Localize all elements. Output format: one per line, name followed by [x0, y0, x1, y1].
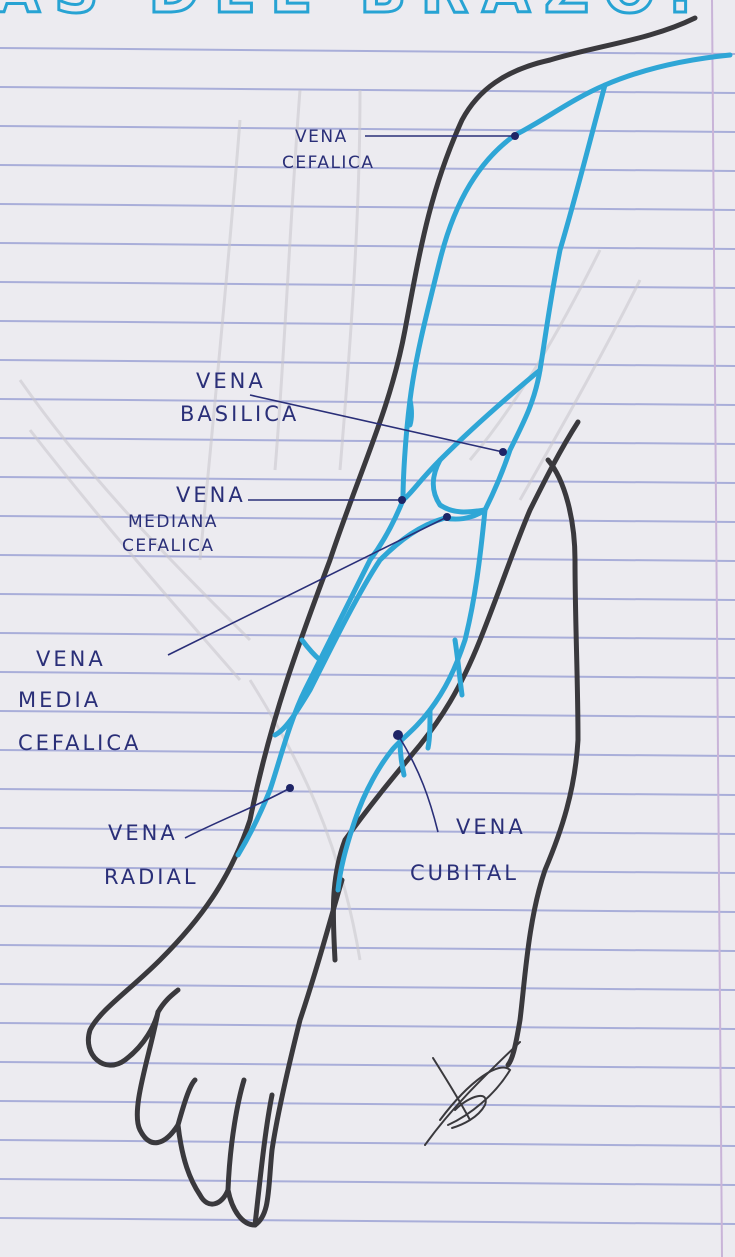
ruled-lines [0, 48, 735, 1224]
ruled-line [0, 672, 735, 678]
label-vena-media-3: CEFALICA [18, 731, 141, 755]
label-vena-media-1: VENA [36, 647, 106, 671]
vein-branch-e [410, 400, 412, 425]
ruled-line [0, 204, 735, 210]
ruled-line [0, 360, 735, 366]
marker-cephalic [511, 132, 519, 140]
ruled-line [0, 516, 735, 522]
ruled-line [0, 282, 735, 288]
label-vena-cefalica-2: CEFALICA [282, 153, 374, 173]
marker-basilic [499, 448, 507, 456]
ruled-line [0, 243, 735, 249]
label-vena-mediana-3: CEFALICA [122, 536, 214, 556]
vein-branch-d [302, 640, 320, 660]
marker-median-cephalic [398, 496, 406, 504]
label-vena-mediana-1: VENA [176, 483, 246, 507]
ruled-line [0, 48, 735, 54]
label-vena-radial-1: VENA [108, 821, 178, 845]
ruled-line [0, 87, 735, 93]
ruled-line [0, 633, 735, 639]
label-vena-mediana-2: MEDIANA [128, 512, 218, 532]
label-vena-basilica-1: VENA [196, 369, 266, 393]
ruled-line [0, 906, 735, 912]
ruled-line [0, 984, 735, 990]
ruled-line [0, 1218, 735, 1224]
marker-radial [286, 784, 294, 792]
arm-outline-left [88, 18, 695, 1225]
label-vena-media-2: MEDIA [18, 688, 101, 712]
ruled-line [0, 399, 735, 405]
label-vena-cubital-1: VENA [456, 815, 526, 839]
vein-cephalic-upper [403, 55, 730, 500]
label-vena-basilica-2: BASILICA [180, 402, 299, 426]
ruled-line [0, 1023, 735, 1029]
ruled-line [0, 711, 735, 717]
ruled-line [0, 321, 735, 327]
ruled-line [0, 1140, 735, 1146]
arm-outline-back [508, 460, 578, 1065]
ruled-line [0, 1179, 735, 1185]
ruled-line [0, 945, 735, 951]
ruled-line [0, 438, 735, 444]
marker-ulnar [393, 730, 403, 740]
signature [425, 1042, 520, 1145]
arm-outline [88, 18, 695, 1225]
marker-media-cephalic [443, 513, 451, 521]
vein-basilic [485, 85, 605, 510]
ruled-line [0, 477, 735, 483]
label-vena-radial-2: RADIAL [104, 865, 199, 889]
vein-branch-b [428, 710, 430, 748]
veins [238, 55, 730, 890]
ruled-line [0, 594, 735, 600]
ruled-line [0, 126, 735, 132]
label-vena-cefalica-1: VENA [295, 127, 348, 147]
page-header: AS DEL BRAZO. [0, 0, 706, 27]
label-vena-cubital-2: CUBITAL [410, 861, 519, 885]
ruled-line [0, 1101, 735, 1107]
vein-median-loop [433, 460, 485, 512]
